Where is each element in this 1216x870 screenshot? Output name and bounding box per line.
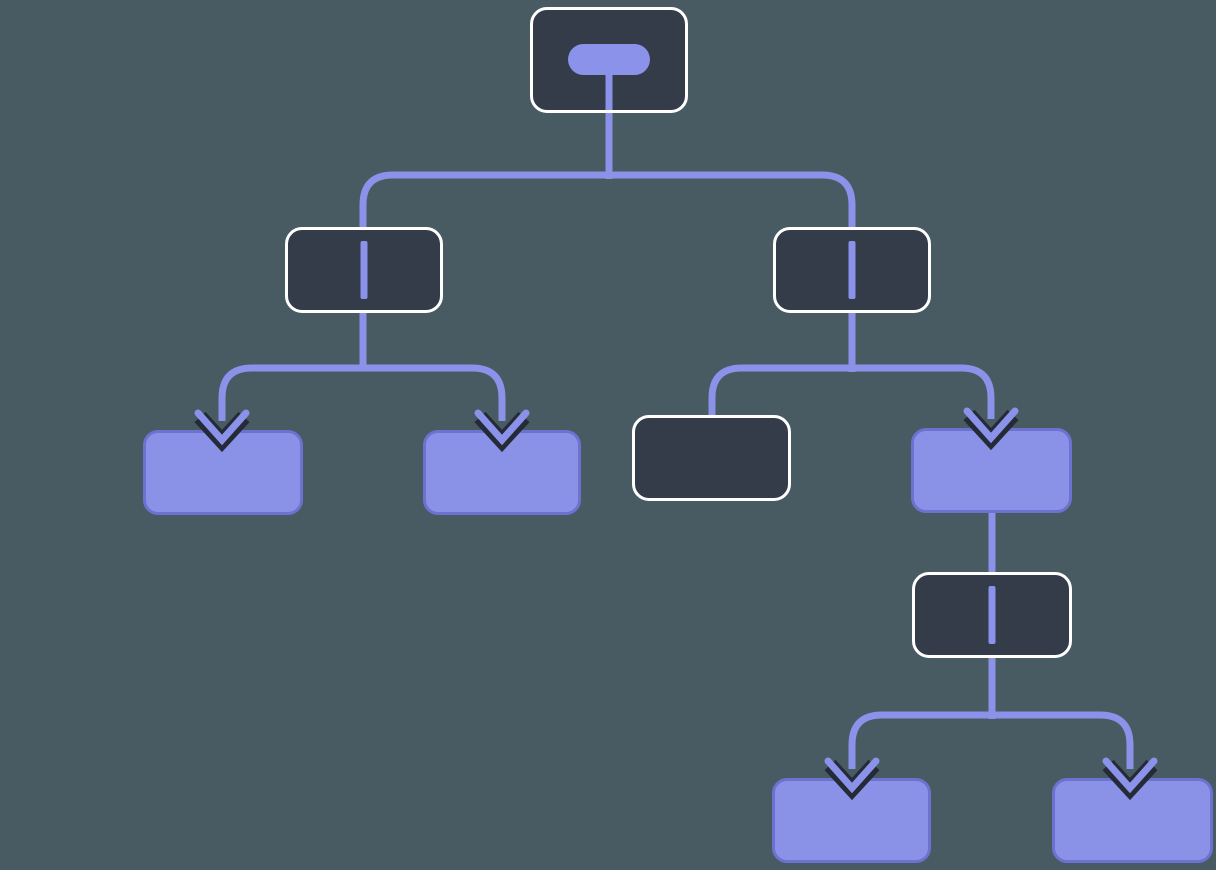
node-leaf-3[interactable] bbox=[911, 428, 1072, 513]
edge-split-left bbox=[218, 364, 506, 421]
node-leaf-5[interactable] bbox=[1052, 778, 1213, 863]
pass-through-line bbox=[988, 586, 996, 644]
edge-trunk bbox=[359, 171, 856, 229]
node-root[interactable] bbox=[530, 7, 688, 113]
edge-split-bottom bbox=[848, 711, 1134, 769]
node-leaf-4[interactable] bbox=[772, 778, 931, 863]
root-pill-icon bbox=[568, 44, 650, 75]
root-pill-stem bbox=[605, 68, 613, 110]
node-branch-lower[interactable] bbox=[912, 572, 1072, 658]
pass-through-line bbox=[848, 241, 856, 299]
node-branch-left[interactable] bbox=[285, 227, 443, 313]
edge-split-right bbox=[708, 364, 995, 419]
pass-through-line bbox=[360, 241, 368, 299]
node-leaf-1[interactable] bbox=[143, 430, 303, 515]
node-branch-right[interactable] bbox=[773, 227, 931, 313]
node-leaf-2[interactable] bbox=[423, 430, 581, 515]
node-plain-dark[interactable] bbox=[632, 415, 791, 501]
